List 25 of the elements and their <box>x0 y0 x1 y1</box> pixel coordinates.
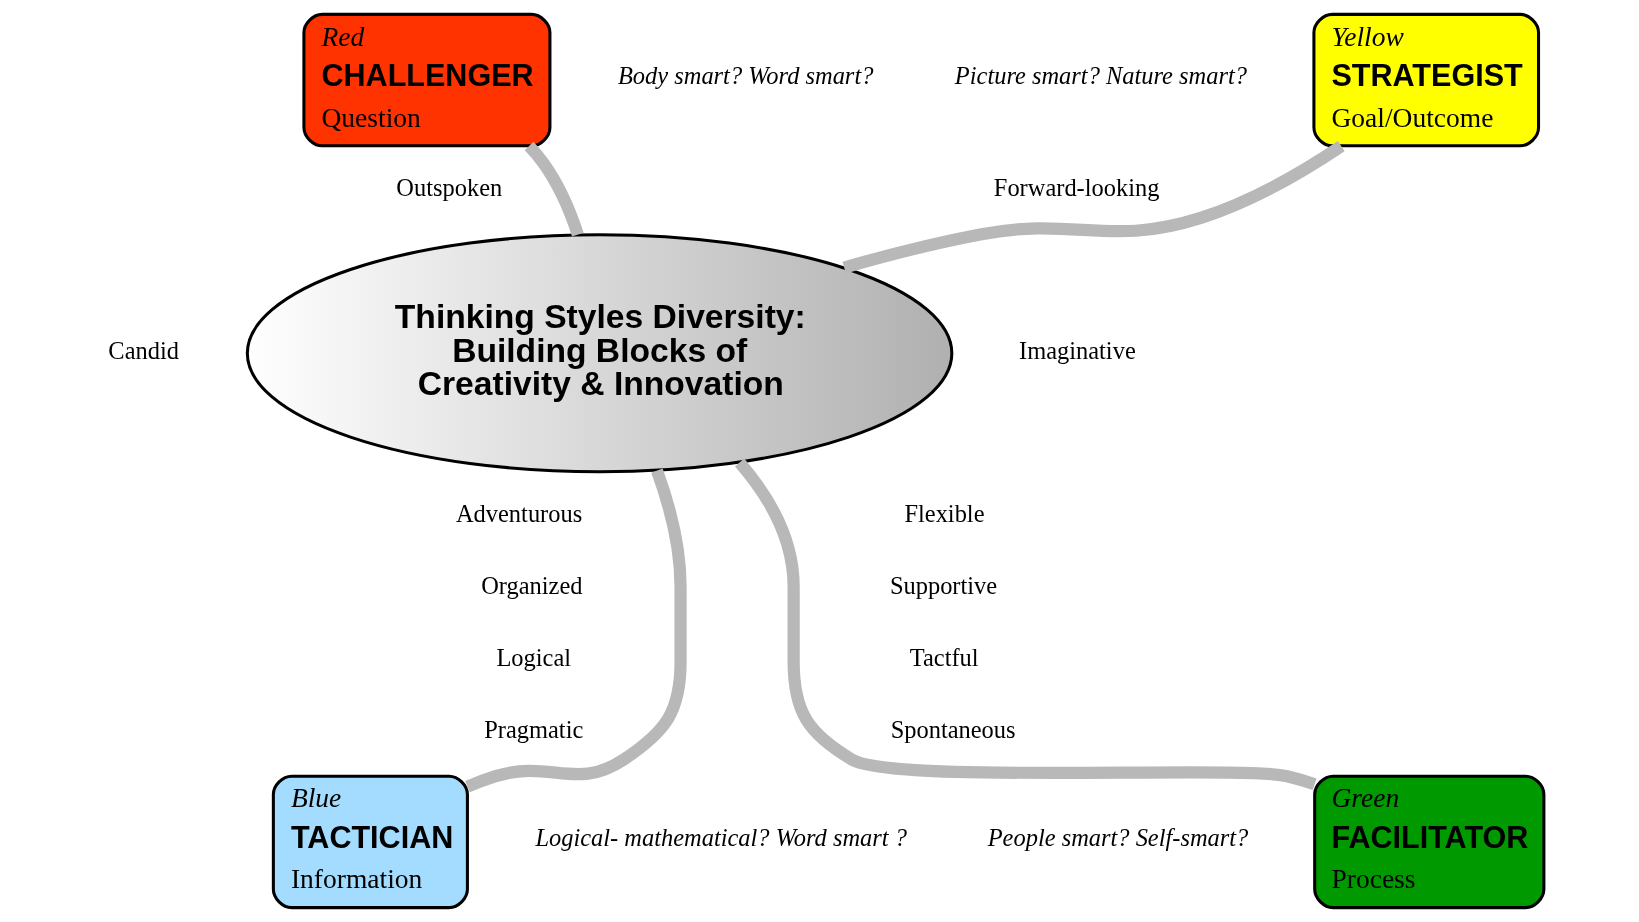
connector <box>734 458 1317 790</box>
node-box: Green FACILITATOR Process <box>1312 774 1545 910</box>
node-box: Blue TACTICIAN Information <box>271 774 469 910</box>
label: Adventurous <box>455 500 582 528</box>
label: Outspoken <box>395 173 502 201</box>
connector <box>464 468 687 793</box>
label: Forward-looking <box>993 173 1159 201</box>
label: Spontaneous <box>890 715 1016 743</box>
label: People smart? Self-smart? <box>987 824 1248 852</box>
label: Flexible <box>903 500 985 528</box>
label: Tactful <box>909 643 979 671</box>
node-box: Red CHALLENGER Question <box>301 12 551 148</box>
node-ellipse: Thinking Styles Diversity: Building Blocks of Creativity & Innovation <box>245 233 953 474</box>
label: Picture smart? Nature smart? <box>954 62 1247 90</box>
label: Body smart? Word smart? <box>617 62 873 90</box>
label: Supportive <box>889 572 997 600</box>
node-box: Yellow STRATEGIST Goal/Outcome <box>1311 12 1540 148</box>
connector <box>842 141 1345 274</box>
label: Candid <box>107 337 179 365</box>
label: Pragmatic <box>483 715 583 743</box>
label: Imaginative <box>1018 337 1136 365</box>
label: Logical- mathematical? Word smart ? <box>534 824 907 852</box>
label: Logical <box>495 643 571 671</box>
label: Organized <box>480 572 583 600</box>
connector <box>524 141 584 237</box>
